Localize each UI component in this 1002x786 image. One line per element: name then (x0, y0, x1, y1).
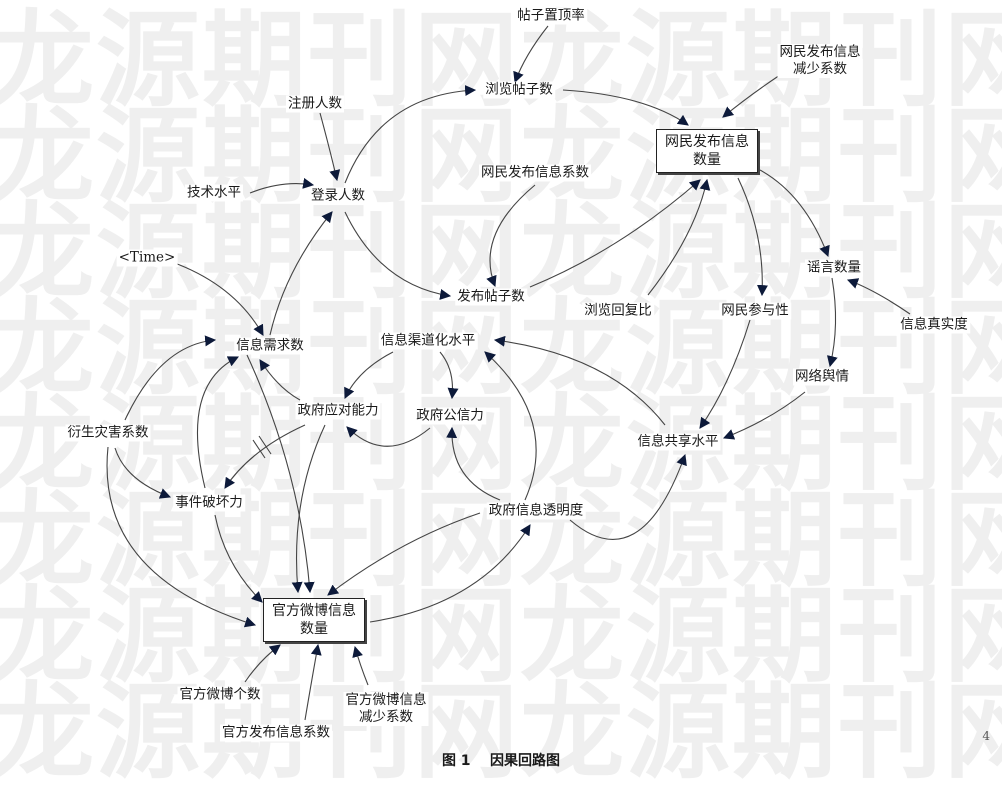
link-denglu-to-fabu (344, 211, 452, 300)
delay-mark (252, 435, 272, 459)
link-yaoyan-to-yuqing (827, 277, 838, 368)
node-guanfang-jianshao: 官方微博信息 减少系数 (343, 692, 429, 726)
link-denglu-to-liulan (344, 85, 477, 184)
node-gongxiang: 信息共享水平 (635, 433, 721, 451)
node-fabu-tiezi: 发布帖子数 (455, 288, 527, 306)
node-time: <Time> (116, 249, 178, 267)
node-touming: 政府信息透明度 (486, 502, 586, 520)
node-yaoyan: 谣言数量 (805, 259, 863, 277)
node-tiezi-zhiding: 帖子置顶率 (515, 7, 587, 25)
link-jianshao-to-wangmin-stock (722, 74, 781, 118)
link-yansheng-to-guanfang-stock (106, 446, 257, 628)
node-qudao: 信息渠道化水平 (378, 332, 478, 350)
link-yingdui-to-guanfang-stock (291, 424, 326, 594)
node-zhuce: 注册人数 (286, 95, 344, 113)
node-liulan-huifu: 浏览回复比 (582, 302, 654, 320)
figure-caption: 图 1 因果回路图 (441, 753, 561, 769)
node-canyu: 网民参与性 (719, 302, 791, 320)
link-guanfang-stock-to-touming (369, 524, 531, 623)
link-fabu-xishu-to-guanfang-stock (304, 643, 322, 721)
node-guanfang-stock: 官方微博信息 数量 (263, 598, 365, 642)
link-touming-to-qudao (484, 351, 537, 501)
link-canyu-to-gongxiang (699, 319, 751, 429)
node-guanfang-geshu: 官方微博个数 (177, 686, 263, 704)
node-wangmin-xishu: 网民发布信息系数 (479, 164, 591, 182)
link-zhuce-to-denglu (319, 112, 341, 182)
link-xuqiu-to-guanfang-stock (246, 354, 315, 594)
node-pohuai: 事件破坏力 (173, 494, 245, 512)
link-touming-to-guanfang-stock (327, 512, 481, 596)
link-time-to-xuqiu (171, 261, 264, 336)
link-jishu-to-denglu (249, 177, 315, 194)
link-geshu-to-guanfang-stock (244, 644, 281, 683)
link-touming-to-gongxiang (569, 453, 687, 540)
node-yingdui: 政府应对能力 (295, 402, 381, 420)
link-gongxiang-to-qudao (493, 335, 666, 426)
link-wangmin-xishu-to-fabu (486, 184, 536, 288)
node-liulan-tiezi: 浏览帖子数 (483, 81, 555, 99)
link-xuqiu-to-denglu (269, 211, 333, 336)
link-wangmin-stock-to-canyu (737, 177, 768, 297)
edge-mark: 4 (982, 729, 990, 743)
link-qudao-to-gongxin (439, 351, 459, 400)
node-xuqiu: 信息需求数 (234, 337, 306, 355)
link-yingdui-to-pohuai (224, 424, 306, 489)
link-wangmin-stock-to-yaoyan (759, 169, 830, 258)
node-wangmin-jianshao: 网民发布信息 减少系数 (777, 44, 863, 78)
link-yingdui-to-xuqiu (259, 359, 301, 401)
node-wangmin-stock: 网民发布信息 数量 (656, 129, 758, 173)
link-pohuai-to-xuqiu (196, 356, 239, 489)
link-zhenshi-to-yaoyan (846, 278, 911, 315)
node-yansheng: 衍生灾害系数 (65, 424, 151, 442)
link-yansheng-to-pohuai (114, 447, 172, 499)
node-zhenshi: 信息真实度 (898, 316, 970, 334)
link-pohuai-to-guanfang-stock (214, 514, 263, 603)
link-yansheng-to-xuqiu (124, 335, 217, 421)
link-guanfang-jianshao-to-stock (352, 645, 369, 686)
link-touming-to-gongxin (446, 426, 501, 501)
link-gongxin-to-yingdui (346, 426, 431, 447)
node-guanfang-fabu: 官方发布信息系数 (220, 724, 332, 742)
node-yuqing: 网络舆情 (793, 368, 851, 386)
node-jishu: 技术水平 (185, 184, 243, 202)
link-liulan-to-wangmin-stock (562, 89, 689, 126)
node-gongxin: 政府公信力 (414, 407, 486, 425)
link-fabu-to-wangmin-stock (529, 179, 701, 288)
node-denglu: 登录人数 (309, 187, 367, 205)
link-yuqing-to-gongxiang (722, 391, 806, 440)
link-huifu-to-wangmin-stock (647, 178, 711, 296)
link-qudao-to-yingdui (344, 351, 394, 399)
link-tiezi-zhiding-to-liulan (513, 25, 549, 84)
